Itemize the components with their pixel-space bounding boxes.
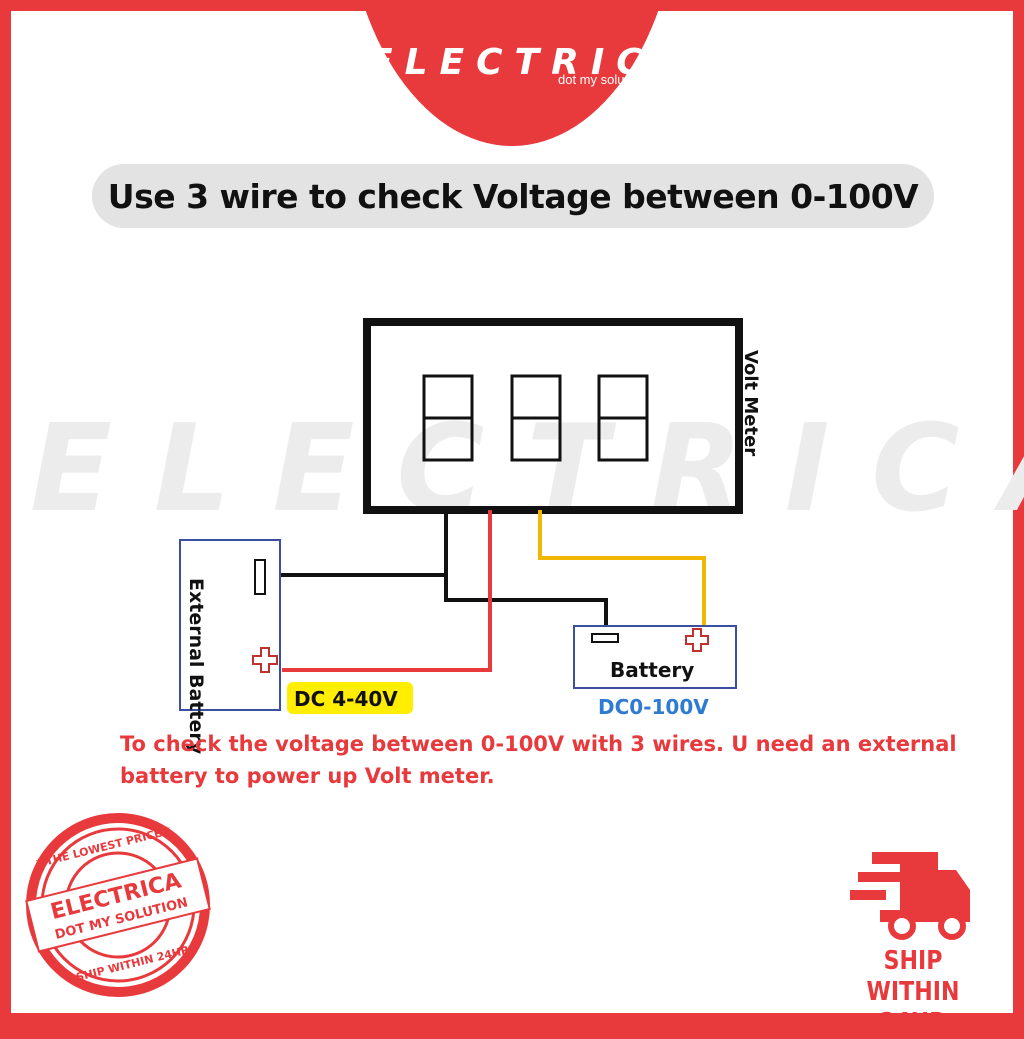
volt-meter: Volt Meter (363, 318, 761, 514)
lowest-price-stamp: ELECTRICA DOT MY SOLUTION * THE LOWEST P… (25, 813, 211, 997)
external-battery-label: External Battery (185, 578, 207, 755)
external-range: DC 4-40V (294, 687, 398, 711)
battery-range: DC0-100V (598, 695, 709, 719)
logo-title: ELECTRICA (368, 42, 695, 83)
description: To check the voltage between 0-100V with… (120, 732, 957, 788)
volt-meter-label: Volt Meter (740, 350, 761, 456)
watermark: ELECTRICA (30, 400, 1024, 539)
logo-subtitle: dot my solution (558, 72, 646, 87)
headline: Use 3 wire to check Voltage between 0-10… (92, 164, 934, 228)
plus-icon (252, 647, 278, 673)
battery-label: Battery (610, 658, 694, 682)
delivery-truck-icon (850, 852, 970, 940)
shipping-line1: SHIP WITHIN (866, 946, 960, 1007)
battery: Battery (573, 625, 737, 689)
shipping-note: SHIP WITHIN 24HR (841, 946, 986, 1039)
plus-icon (685, 628, 709, 652)
wires (280, 510, 706, 672)
external-battery: External Battery (179, 539, 281, 755)
